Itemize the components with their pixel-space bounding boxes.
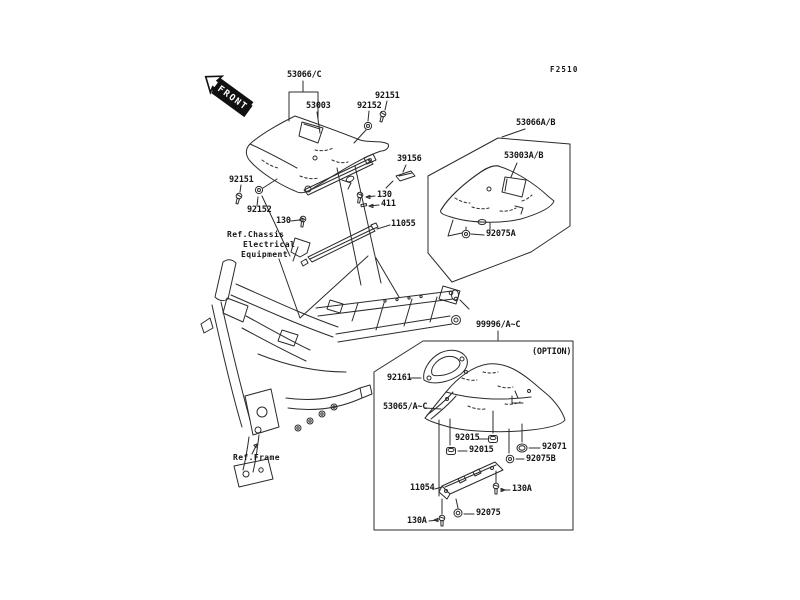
callout-11055: 11055 <box>391 219 416 229</box>
callout-92152-left: 92152 <box>247 205 272 215</box>
screw-icon <box>492 482 500 495</box>
callout-53066ab: 53066A/B <box>516 118 556 128</box>
bracket-plate-11054 <box>438 461 504 500</box>
callout-92071: 92071 <box>542 442 567 452</box>
frame-drawing <box>200 259 470 488</box>
callout-92075b: 92075B <box>526 454 556 464</box>
callout-130-mid: 130 <box>377 190 392 200</box>
damper-icon <box>488 435 498 443</box>
figure-code: F2510 <box>550 65 579 74</box>
damper-icon <box>461 226 471 239</box>
rear-seat-outline <box>440 165 555 223</box>
front-seat-drawing <box>235 80 416 319</box>
seat-strap <box>501 176 527 198</box>
callout-53003ab: 53003A/B <box>504 151 544 161</box>
callout-92075: 92075 <box>476 508 501 518</box>
callout-92015-a: 92015 <box>455 433 480 443</box>
grab-rail-92161 <box>423 349 468 384</box>
front-seat-outline <box>245 115 389 194</box>
callout-92015-b: 92015 <box>469 445 494 455</box>
callout-bracket <box>288 80 319 122</box>
damper-icon <box>516 443 528 453</box>
callout-99996: 99996/A~C <box>476 320 521 330</box>
screw-icon <box>438 514 446 527</box>
ref-chassis-line2: Electrical <box>243 240 296 249</box>
callout-53066c: 53066/C <box>287 70 322 80</box>
callout-92152-top: 92152 <box>357 101 382 111</box>
callout-130a-left: 130A <box>407 516 427 526</box>
option-tag: (OPTION) <box>532 347 572 357</box>
bracket-icon <box>385 170 416 189</box>
callout-130a-right: 130A <box>512 484 532 494</box>
seat-rail <box>303 158 374 196</box>
callout-53003: 53003 <box>306 101 331 111</box>
callout-53065: 53065/A~C <box>383 402 428 412</box>
seat-cowl-outline <box>424 363 566 433</box>
screw-icon <box>235 192 243 205</box>
callout-411: 411 <box>381 199 396 209</box>
damper-icon <box>453 508 463 518</box>
nut-icon <box>254 185 264 195</box>
ref-frame-label: Ref.Frame <box>233 453 280 462</box>
ref-chassis-line1: Ref.Chassis <box>227 230 285 239</box>
nut-icon <box>363 121 373 131</box>
seat-strap <box>298 121 324 144</box>
damper-icon <box>446 447 456 455</box>
group-border <box>427 137 571 283</box>
rear-seat-box <box>427 128 571 283</box>
nut-icon <box>505 454 515 464</box>
front-arrow-icon <box>204 75 225 95</box>
callout-92161: 92161 <box>387 373 412 383</box>
callout-92151-top: 92151 <box>375 91 400 101</box>
group-border <box>373 340 574 531</box>
option-box <box>373 330 574 531</box>
ref-chassis-line3: Equipment <box>241 250 288 259</box>
screw-icon <box>299 215 307 228</box>
callout-130-left: 130 <box>276 216 291 226</box>
screw-icon <box>379 110 387 123</box>
callout-39156: 39156 <box>397 154 422 164</box>
callout-92151-left: 92151 <box>229 175 254 185</box>
bracket-icon <box>290 237 311 262</box>
seat-rail-11055 <box>300 222 379 267</box>
callout-92075a: 92075A <box>486 229 516 239</box>
callout-11054: 11054 <box>410 483 435 493</box>
front-direction-badge: FRONT <box>203 62 273 124</box>
